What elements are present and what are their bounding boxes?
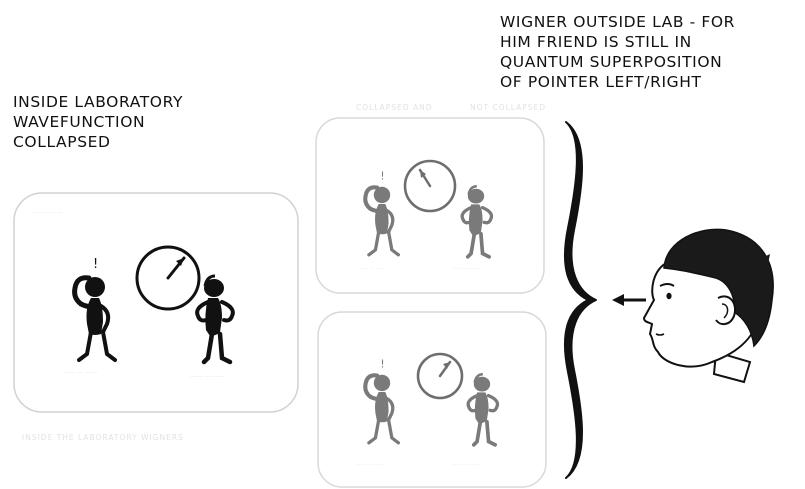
svg-text:—— — ——: —— — —— bbox=[358, 266, 386, 272]
lab-panel: —— — —— —— — —— — — — — bbox=[14, 193, 298, 412]
svg-text:—— — ——: —— — —— bbox=[356, 462, 384, 468]
superposition-top-panel: —— — —— —— — —— bbox=[316, 118, 544, 293]
wigner-head bbox=[644, 229, 773, 382]
svg-text:—— — ——: —— — —— bbox=[190, 373, 224, 380]
bottom-meter bbox=[418, 354, 462, 398]
superposition-brace bbox=[565, 122, 596, 478]
top-caption-faint: COLLAPSED AND bbox=[356, 103, 433, 112]
svg-text:—— — ——: —— — —— bbox=[64, 369, 98, 376]
svg-text:—— — ——: —— — —— bbox=[452, 266, 480, 272]
gaze-arrow bbox=[612, 294, 646, 306]
top-meter bbox=[405, 161, 455, 211]
svg-text:—— — ——: —— — —— bbox=[452, 462, 480, 468]
svg-text:— — — —: — — — — bbox=[34, 209, 64, 216]
lab-meter bbox=[137, 247, 199, 309]
inside-caption-faint: INSIDE THE LABORATORY WIGNERS bbox=[22, 433, 184, 442]
top-caption-faint-b: NOT COLLAPSED bbox=[470, 103, 546, 112]
superposition-bottom-panel: —— — —— —— — —— bbox=[318, 312, 546, 487]
